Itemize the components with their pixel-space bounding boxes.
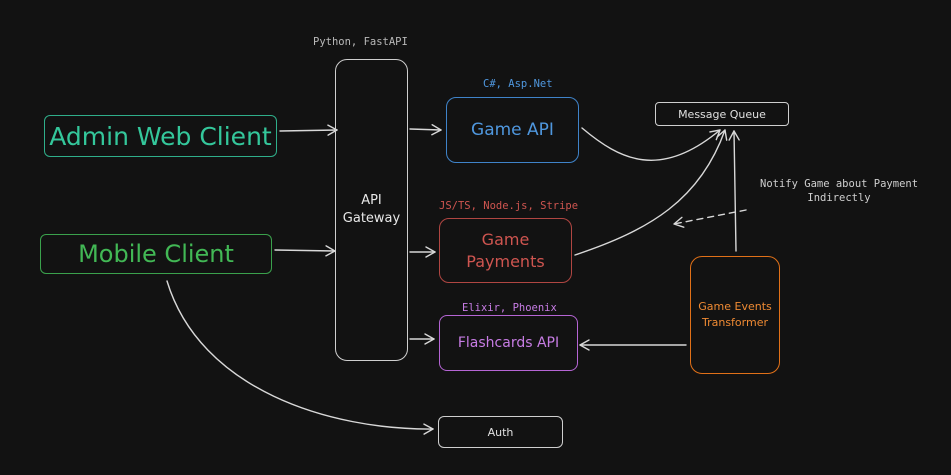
notify-note-label: Notify Game about Payment Indirectly <box>760 178 919 204</box>
game-api-tech-label: C#, Asp.Net <box>483 78 553 90</box>
edge-gateway-to-gameapi <box>409 124 442 136</box>
game-api-label: Game API <box>471 120 554 140</box>
game-events-transformer-label: Game Events Transformer <box>698 300 772 329</box>
auth-label: Auth <box>487 425 514 439</box>
mobile-client-label: Mobile Client <box>78 240 234 268</box>
game-payments-label: Game Payments <box>466 229 545 271</box>
flashcards-tech-label: Elixir, Phoenix <box>462 302 557 314</box>
game-payments-node[interactable]: Game Payments <box>439 218 572 283</box>
admin-web-client-label: Admin Web Client <box>49 121 272 151</box>
edge-notify-dashed <box>673 209 747 228</box>
edge-admin-to-gateway <box>279 124 338 136</box>
message-queue-node[interactable]: Message Queue <box>655 102 789 126</box>
flashcards-api-node[interactable]: Flashcards API <box>439 315 578 371</box>
payments-tech-label: JS/TS, Node.js, Stripe <box>439 200 579 212</box>
edge-payments-to-queue <box>574 129 728 256</box>
admin-web-client-node[interactable]: Admin Web Client <box>44 115 277 157</box>
message-queue-label: Message Queue <box>678 107 766 121</box>
api-gateway-label: API Gateway <box>342 193 401 226</box>
game-events-transformer-node[interactable]: Game Events Transformer <box>690 256 780 374</box>
edge-mobile-to-gateway <box>274 245 336 257</box>
gateway-tech-label: Python, FastAPI <box>313 36 408 48</box>
mobile-client-node[interactable]: Mobile Client <box>40 234 272 274</box>
game-api-node[interactable]: Game API <box>446 97 579 163</box>
flashcards-api-label: Flashcards API <box>457 335 560 351</box>
edge-transformer-to-queue <box>728 130 740 252</box>
edge-gameapi-to-queue <box>581 127 721 161</box>
auth-node[interactable]: Auth <box>438 416 563 448</box>
api-gateway-node[interactable]: API Gateway <box>335 59 408 361</box>
